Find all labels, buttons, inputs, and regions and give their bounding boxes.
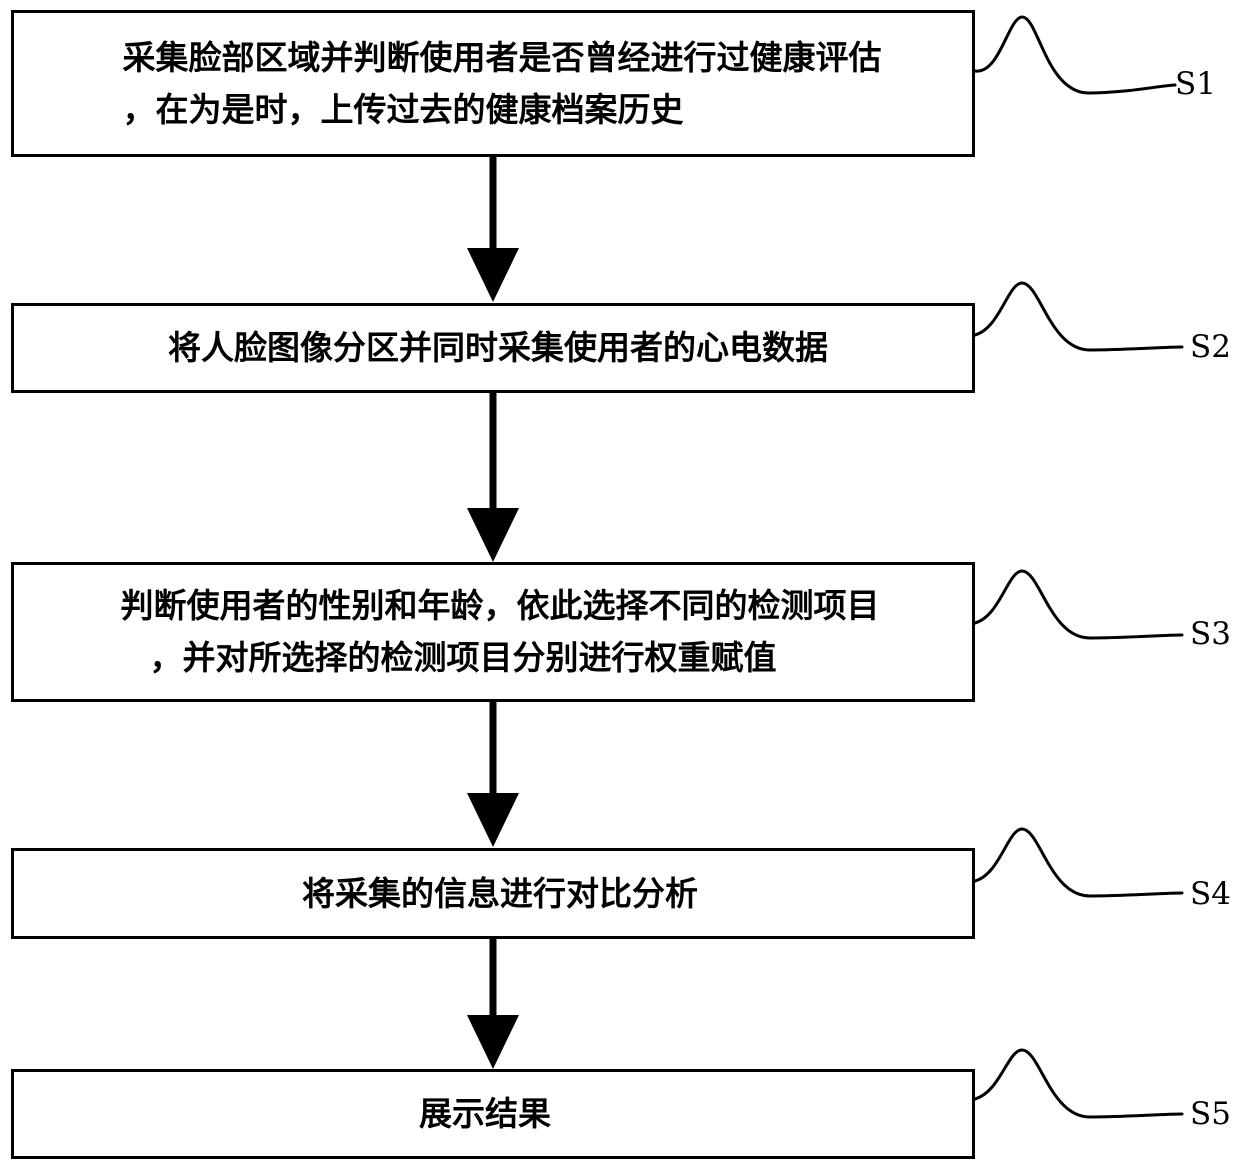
- leader-line-s2: [975, 283, 1182, 350]
- arrow-s4-to-s5-head: [467, 1015, 519, 1069]
- arrow-s2-to-s3-head: [467, 508, 519, 562]
- leader-line-s1: [975, 17, 1175, 93]
- arrow-s3-to-s4-head: [467, 793, 519, 847]
- leader-line-s4: [975, 829, 1182, 896]
- leader-line-s5: [975, 1050, 1182, 1117]
- arrow-s1-to-s2-head: [467, 248, 519, 302]
- leader-line-s3: [975, 571, 1182, 638]
